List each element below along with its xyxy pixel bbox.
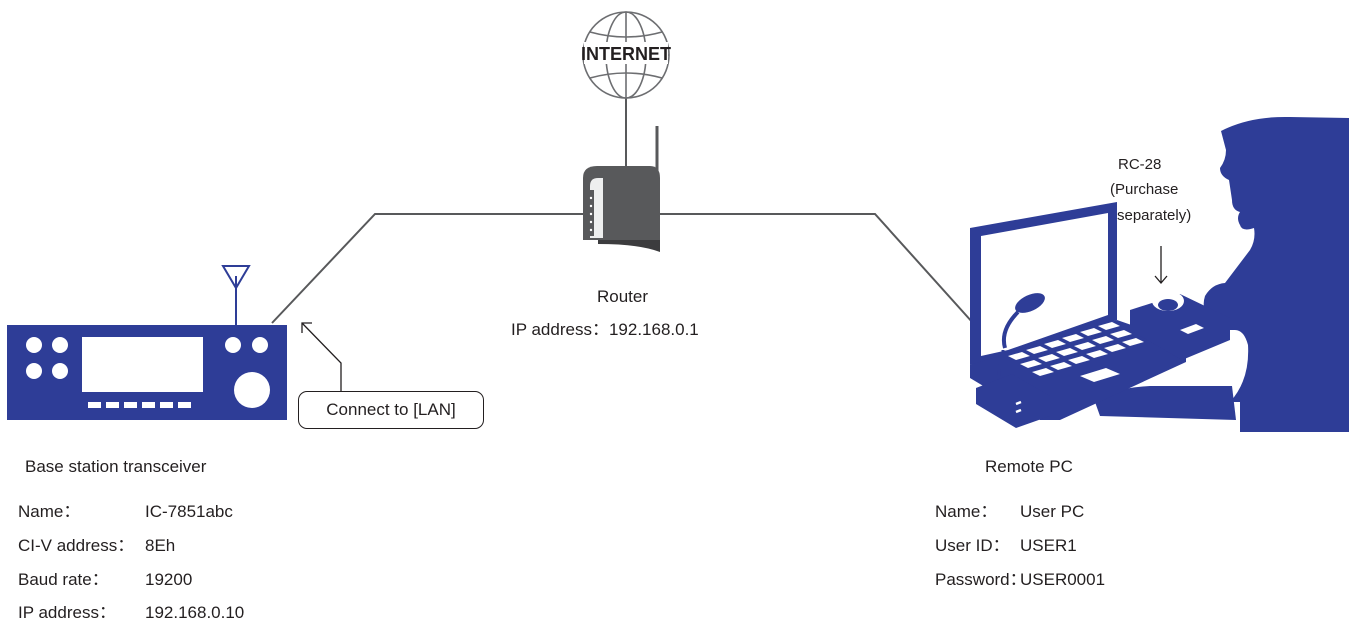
connect-lan-callout: Connect to [LAN]	[298, 391, 484, 429]
pc-field-name: Name： User PC	[935, 502, 1195, 524]
pc-field-password: Password： USER0001	[935, 570, 1195, 592]
field-key: IP address：	[18, 603, 116, 622]
globe-icon	[582, 11, 670, 99]
rc28-label-line3: separately)	[1117, 207, 1192, 224]
rc28-arrow	[1154, 246, 1168, 284]
field-value: USER0001	[1020, 570, 1106, 589]
transceiver-icon	[7, 265, 287, 420]
cable-to-remote-pc	[657, 213, 983, 334]
field-key: CI-V address：	[18, 536, 135, 555]
router-title: Router	[597, 287, 649, 306]
field-value: IC-7851abc	[145, 502, 233, 521]
field-value: 8Eh	[145, 536, 176, 555]
remote-pc-illustration	[811, 116, 1349, 432]
cable-to-base-station	[271, 213, 585, 324]
connect-arrow	[301, 322, 342, 391]
rc28-label-line2: (Purchase	[1110, 181, 1179, 198]
field-key: Name：	[935, 502, 998, 521]
field-value: User PC	[1020, 502, 1085, 521]
connection-lines	[271, 98, 983, 334]
base-station-title: Base station transceiver	[25, 457, 207, 476]
pc-field-user-id: User ID： USER1	[935, 536, 1195, 558]
base-field-ip-address: IP address： 192.168.0.10	[18, 603, 278, 625]
internet-label: INTERNET	[581, 44, 671, 64]
field-value: 19200	[145, 570, 193, 589]
remote-pc-title: Remote PC	[985, 457, 1073, 476]
base-field-civ-address: CI-V address： 8Eh	[18, 536, 278, 558]
field-key: Baud rate：	[18, 570, 109, 589]
base-field-name: Name： IC-7851abc	[18, 502, 278, 524]
base-field-baud-rate: Baud rate： 19200	[18, 570, 278, 592]
field-value: 192.168.0.10	[145, 603, 245, 622]
rc28-label-line1: RC-28	[1118, 156, 1162, 173]
field-key: Name：	[18, 502, 81, 521]
field-value: USER1	[1020, 536, 1077, 555]
router-ip-label: IP address：192.168.0.1	[511, 320, 699, 339]
field-key: User ID：	[935, 536, 1010, 555]
field-key: Password：	[935, 570, 1027, 589]
person-silhouette	[1203, 116, 1349, 432]
router-icon	[583, 126, 660, 252]
